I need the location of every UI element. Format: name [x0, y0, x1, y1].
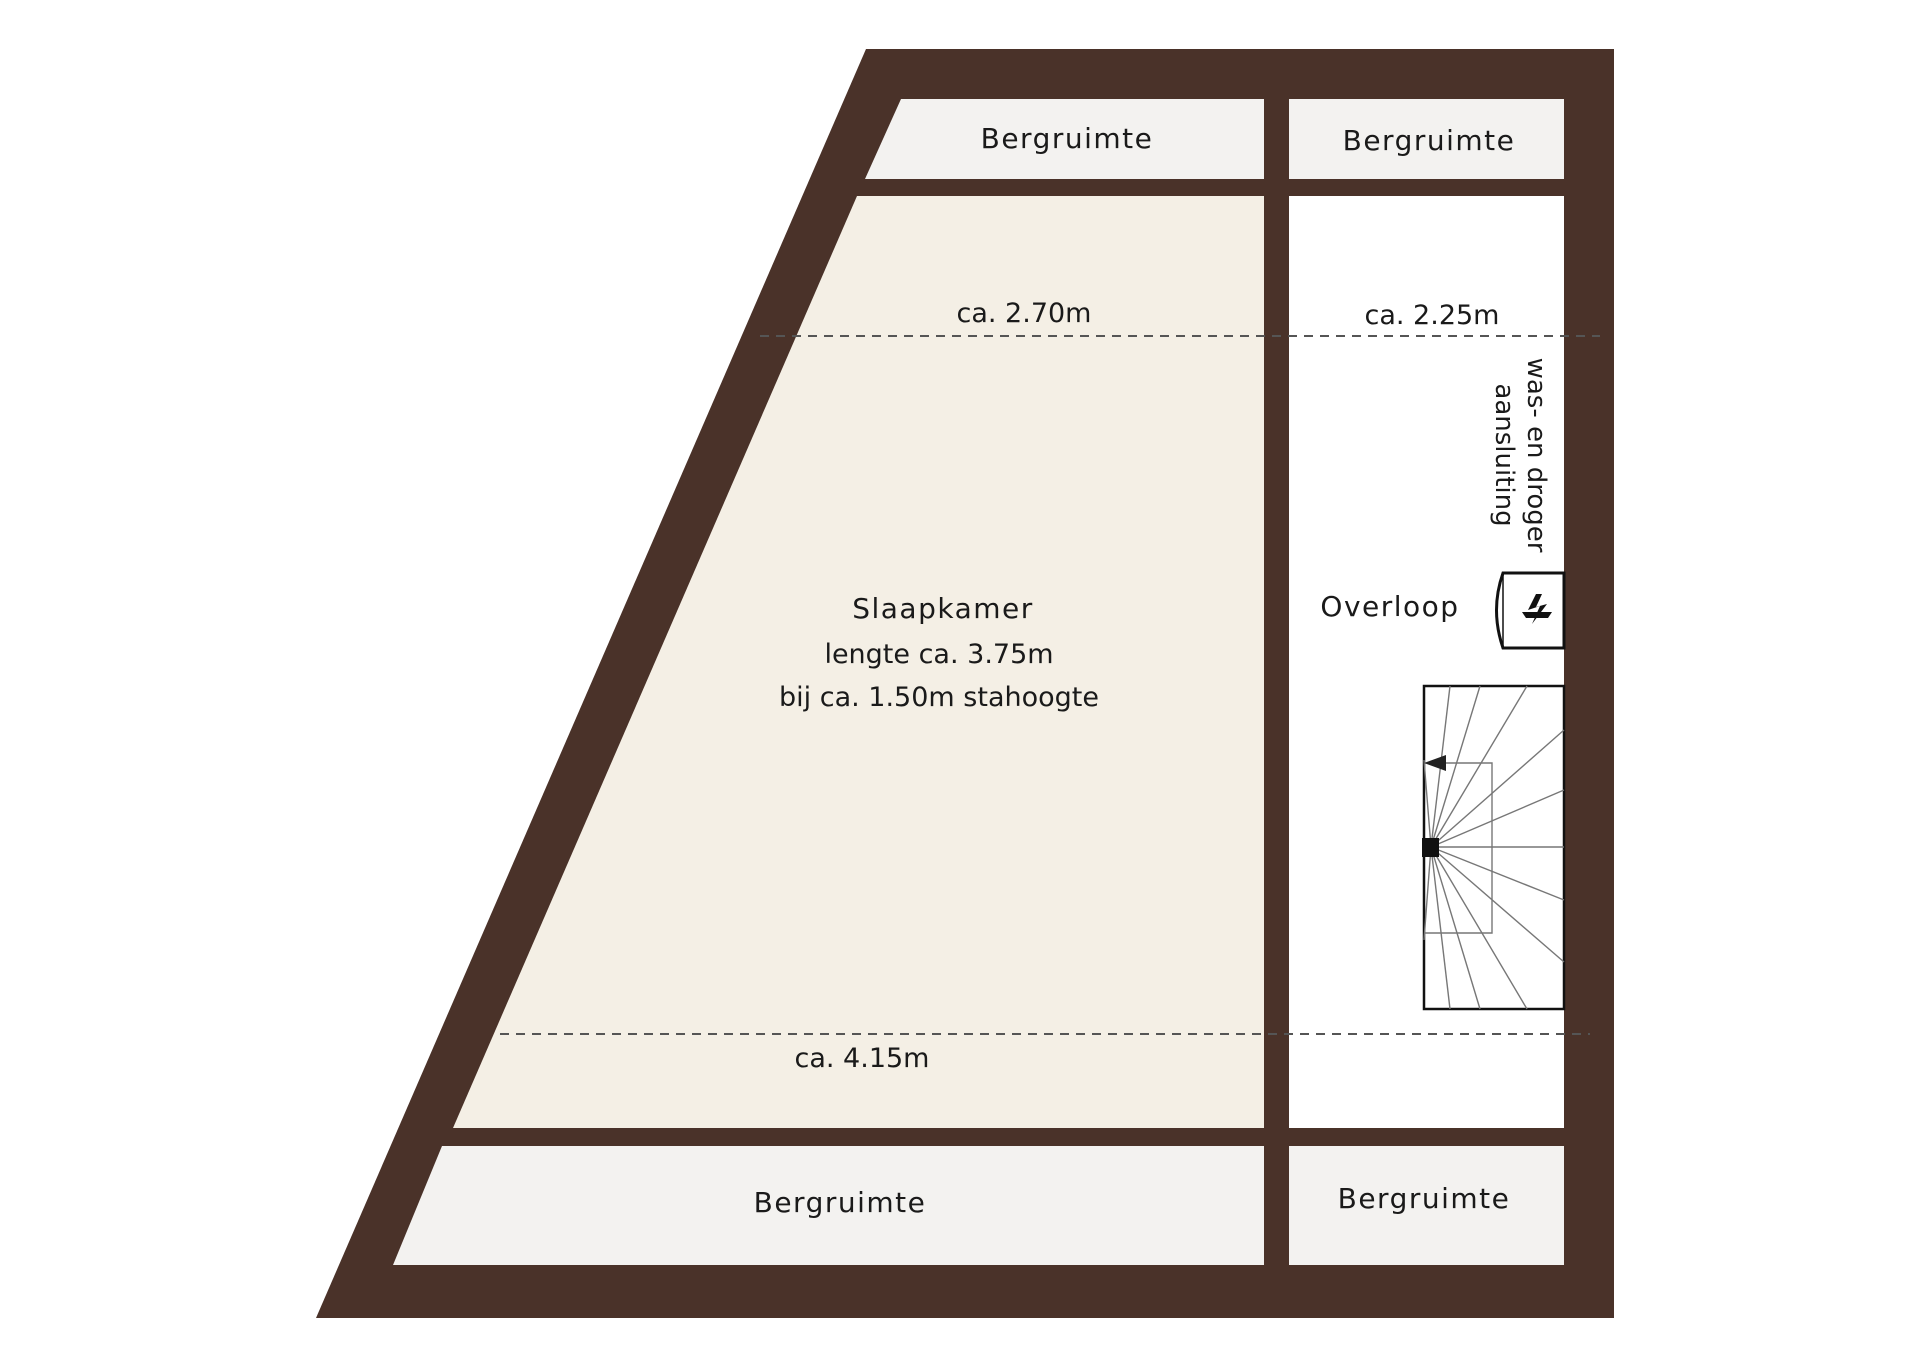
storage-top-right	[1289, 99, 1564, 179]
dimension-bottom: ca. 4.15m	[795, 1043, 930, 1074]
storage-bottom-right-label: Bergruimte	[1338, 1182, 1511, 1215]
storage-top-left-label: Bergruimte	[981, 122, 1154, 155]
heater-icon	[1495, 571, 1566, 650]
bedroom-length: lengte ca. 3.75m	[824, 639, 1053, 670]
storage-top-left	[865, 99, 1264, 179]
dimension-top-left: ca. 2.70m	[957, 298, 1092, 329]
bedroom-floor	[453, 196, 1264, 1128]
dimension-top-right: ca. 2.25m	[1365, 300, 1500, 331]
storage-top-right-label: Bergruimte	[1343, 124, 1516, 157]
appliance-label-line2: aansluiting	[1489, 383, 1519, 526]
landing-name: Overloop	[1320, 590, 1459, 623]
storage-bottom-left-label: Bergruimte	[754, 1186, 927, 1219]
appliance-label-line1: was- en droger	[1521, 358, 1551, 553]
bedroom-standing-height: bij ca. 1.50m stahoogte	[779, 682, 1099, 713]
bedroom-name: Slaapkamer	[852, 592, 1034, 625]
spiral-stairs	[1422, 684, 1566, 1011]
storage-bottom-left	[393, 1146, 1264, 1265]
storage-bottom-right	[1289, 1146, 1564, 1265]
